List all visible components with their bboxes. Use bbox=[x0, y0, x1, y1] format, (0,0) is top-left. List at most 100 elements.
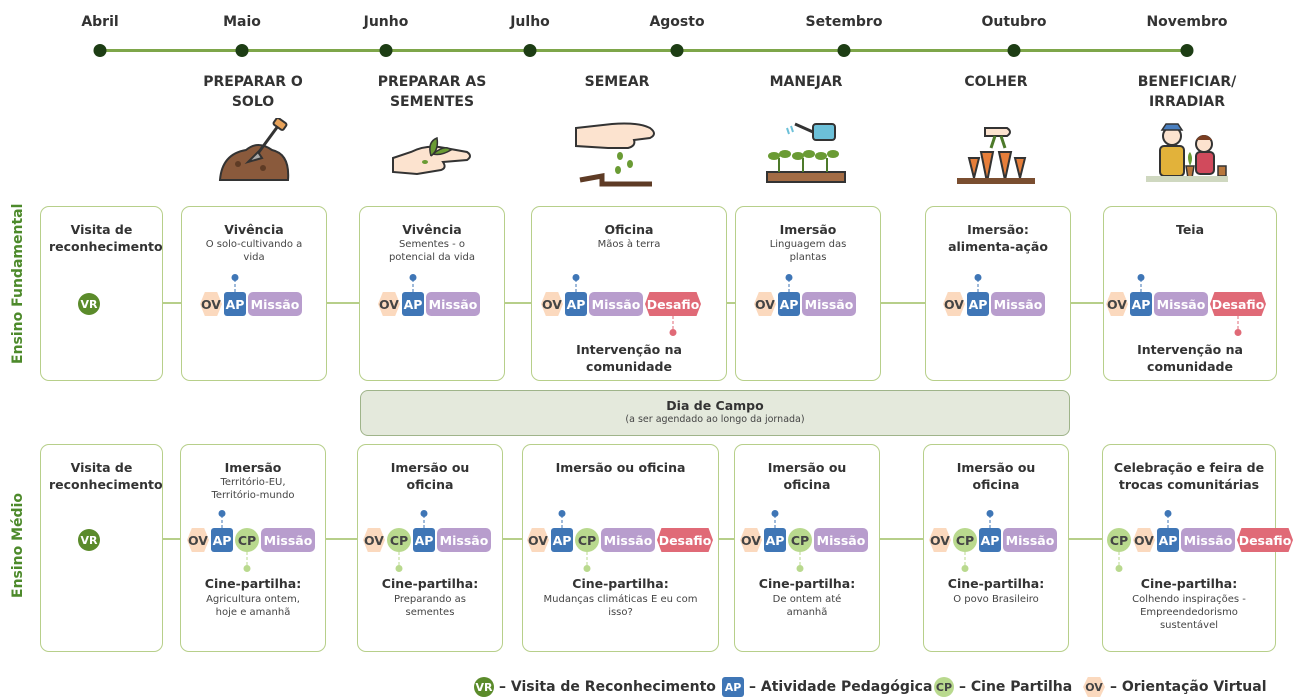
medio-activity-card: Visita de reconhecimento bbox=[40, 444, 163, 652]
missao-badge: Missão bbox=[802, 292, 856, 316]
ap-pin bbox=[771, 510, 779, 528]
cp-pin bbox=[1115, 552, 1123, 572]
hand-seeds-icon bbox=[387, 118, 477, 188]
cp-badge: CP bbox=[575, 528, 599, 572]
ap-badge: AP bbox=[764, 510, 786, 552]
timeline-dot bbox=[1007, 44, 1021, 57]
month-label-4: Agosto bbox=[649, 14, 705, 30]
legend-item: CP– Cine Partilha bbox=[934, 677, 1072, 697]
row-label-medio: Ensino Médio bbox=[10, 493, 26, 598]
card-footer: Intervenção na comunidade bbox=[1137, 342, 1243, 374]
vr-badge: VR bbox=[474, 677, 494, 697]
missao-badge: Missão bbox=[1154, 292, 1208, 316]
cp-badge: CP bbox=[235, 528, 259, 572]
card-footer-subtitle: Mudanças climáticas E eu com isso? bbox=[543, 594, 698, 618]
card-footer: Cine-partilha: bbox=[572, 576, 669, 591]
card-title: Celebração e feira de trocas comunitária… bbox=[1113, 460, 1265, 492]
card-title: Oficina bbox=[604, 222, 654, 237]
card-title: Imersão bbox=[224, 460, 282, 475]
timeline-dot bbox=[235, 44, 249, 57]
card-title: Imersão ou oficina bbox=[555, 460, 686, 475]
cp-badge: CP bbox=[953, 528, 977, 572]
ap-badge: AP bbox=[778, 274, 800, 316]
fundamental-activity-card: Vivência O solo-cultivando a vida bbox=[181, 206, 327, 381]
missao-badge: Missão bbox=[589, 292, 643, 316]
legend-text: – Atividade Pedagógica bbox=[749, 679, 933, 695]
stage-title: BENEFICIAR/ IRRADIAR bbox=[1137, 74, 1237, 110]
ap-badge: AP bbox=[402, 274, 424, 316]
vr-badge: VR bbox=[78, 529, 100, 551]
month-label-6: Outubro bbox=[981, 14, 1047, 30]
card-subtitle: Território-EU, Território-mundo bbox=[211, 477, 295, 501]
card-footer-subtitle: De ontem até amanhã bbox=[772, 594, 842, 618]
card-subtitle: Mãos à terra bbox=[597, 239, 661, 250]
card-footer: Cine-partilha: bbox=[1140, 576, 1238, 591]
vr-badge: VR bbox=[78, 293, 100, 315]
timeline-dot bbox=[379, 44, 393, 57]
month-label-3: Julho bbox=[510, 14, 550, 30]
legend-text: – Orientação Virtual bbox=[1110, 679, 1267, 695]
watering-can-icon bbox=[761, 118, 851, 188]
ov-badge: OV bbox=[541, 292, 563, 316]
desafio-badge: Desafio bbox=[657, 528, 713, 552]
ov-badge: OV bbox=[378, 292, 400, 316]
card-title: Vivência bbox=[402, 222, 462, 237]
legend-item: OV– Orientação Virtual bbox=[1083, 677, 1267, 697]
stage-title: COLHER bbox=[964, 74, 1028, 90]
ov-badge: OV bbox=[363, 528, 385, 552]
ap-badge: AP bbox=[979, 510, 1001, 552]
cp-badge: CP bbox=[387, 528, 411, 572]
ap-pin bbox=[218, 510, 226, 528]
card-title: Imersão ou oficina bbox=[956, 460, 1036, 492]
ov-badge: OV bbox=[1133, 528, 1155, 552]
card-subtitle: Linguagem das plantas bbox=[769, 239, 847, 263]
cp-pin bbox=[395, 552, 403, 572]
card-footer-subtitle: Agricultura ontem, hoje e amanhã bbox=[206, 594, 300, 618]
cp-pin bbox=[796, 552, 804, 572]
ap-pin bbox=[1137, 274, 1145, 292]
row-label-fundamental: Ensino Fundamental bbox=[10, 203, 26, 364]
dia-de-campo-subtitle: (a ser agendado ao longo da jornada) bbox=[625, 414, 805, 425]
month-label-0: Abril bbox=[81, 14, 119, 30]
desafio-badge: Desafio bbox=[1210, 292, 1266, 316]
card-title: Vivência bbox=[224, 222, 284, 237]
desafio-badge: Desafio bbox=[645, 292, 701, 316]
harvest-carrots-icon bbox=[951, 118, 1041, 188]
card-subtitle: O solo-cultivando a vida bbox=[205, 239, 303, 263]
people-plants-icon bbox=[1142, 118, 1232, 188]
card-footer: Intervenção na comunidade bbox=[576, 342, 682, 374]
dia-de-campo-box: Dia de Campo (a ser agendado ao longo da… bbox=[360, 390, 1070, 436]
ap-badge: AP bbox=[551, 510, 573, 552]
timeline-dot bbox=[1180, 44, 1194, 57]
ov-badge: OV bbox=[929, 528, 951, 552]
ap-pin bbox=[420, 510, 428, 528]
ov-badge: OV bbox=[187, 528, 209, 552]
cp-pin bbox=[583, 552, 591, 572]
timeline-dot bbox=[93, 44, 107, 57]
ap-pin bbox=[974, 274, 982, 292]
month-label-2: Junho bbox=[363, 14, 409, 30]
desafio-pin bbox=[1234, 316, 1242, 336]
card-title: Visita de reconhecimento bbox=[49, 222, 163, 254]
ap-badge: AP bbox=[211, 510, 233, 552]
hand-sowing-icon bbox=[572, 118, 662, 188]
card-subtitle: Sementes - o potencial da vida bbox=[388, 239, 476, 263]
timeline-dot bbox=[837, 44, 851, 57]
missao-badge: Missão bbox=[1003, 528, 1057, 552]
timeline-dot bbox=[670, 44, 684, 57]
card-title: Imersão ou oficina bbox=[390, 460, 470, 492]
missao-badge: Missão bbox=[426, 292, 480, 316]
ov-badge: OV bbox=[943, 292, 965, 316]
ap-pin bbox=[986, 510, 994, 528]
missao-badge: Missão bbox=[1181, 528, 1235, 552]
card-footer: Cine-partilha: bbox=[381, 576, 479, 591]
dia-de-campo-title: Dia de Campo bbox=[666, 398, 764, 413]
